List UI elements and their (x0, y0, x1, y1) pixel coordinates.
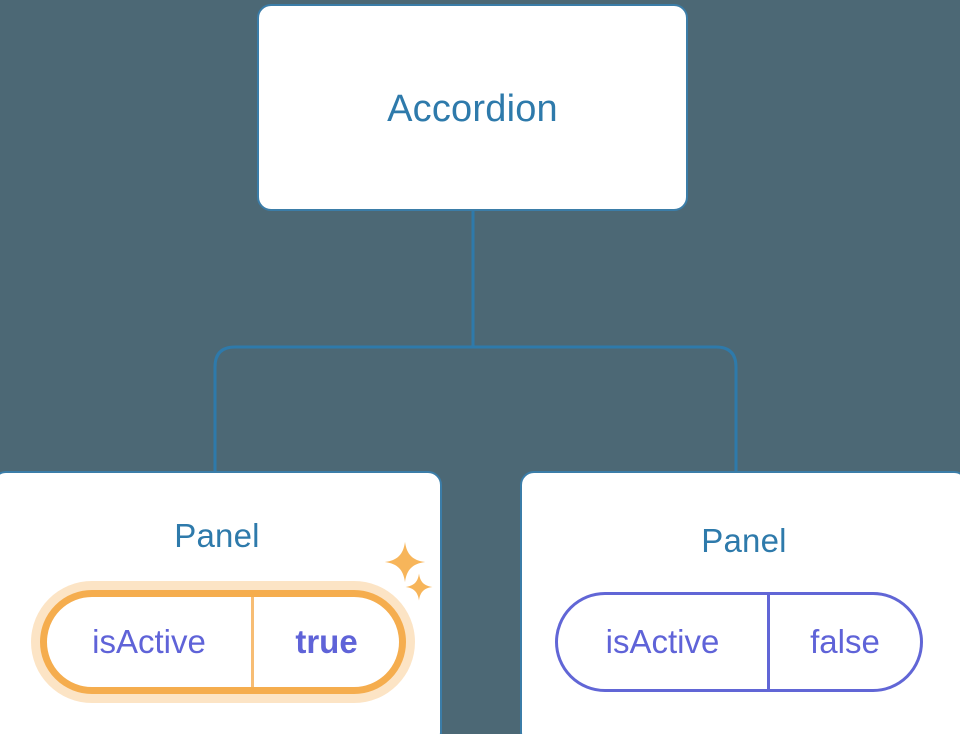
panel-title-left: Panel (174, 517, 260, 554)
node-card-accordion[interactable]: Accordion (257, 4, 688, 211)
accordion-title: Accordion (387, 88, 558, 130)
panel-title-right: Panel (701, 522, 787, 559)
prop-pill-isactive-true[interactable]: isActive true (40, 590, 406, 694)
prop-key-label: isActive (558, 595, 770, 689)
prop-value-label: false (810, 623, 880, 660)
prop-key-label: isActive (47, 597, 254, 687)
prop-pill-isactive-false[interactable]: isActive false (555, 592, 923, 692)
prop-value-label: true (295, 623, 358, 660)
connector-branch-bus (213, 345, 738, 471)
